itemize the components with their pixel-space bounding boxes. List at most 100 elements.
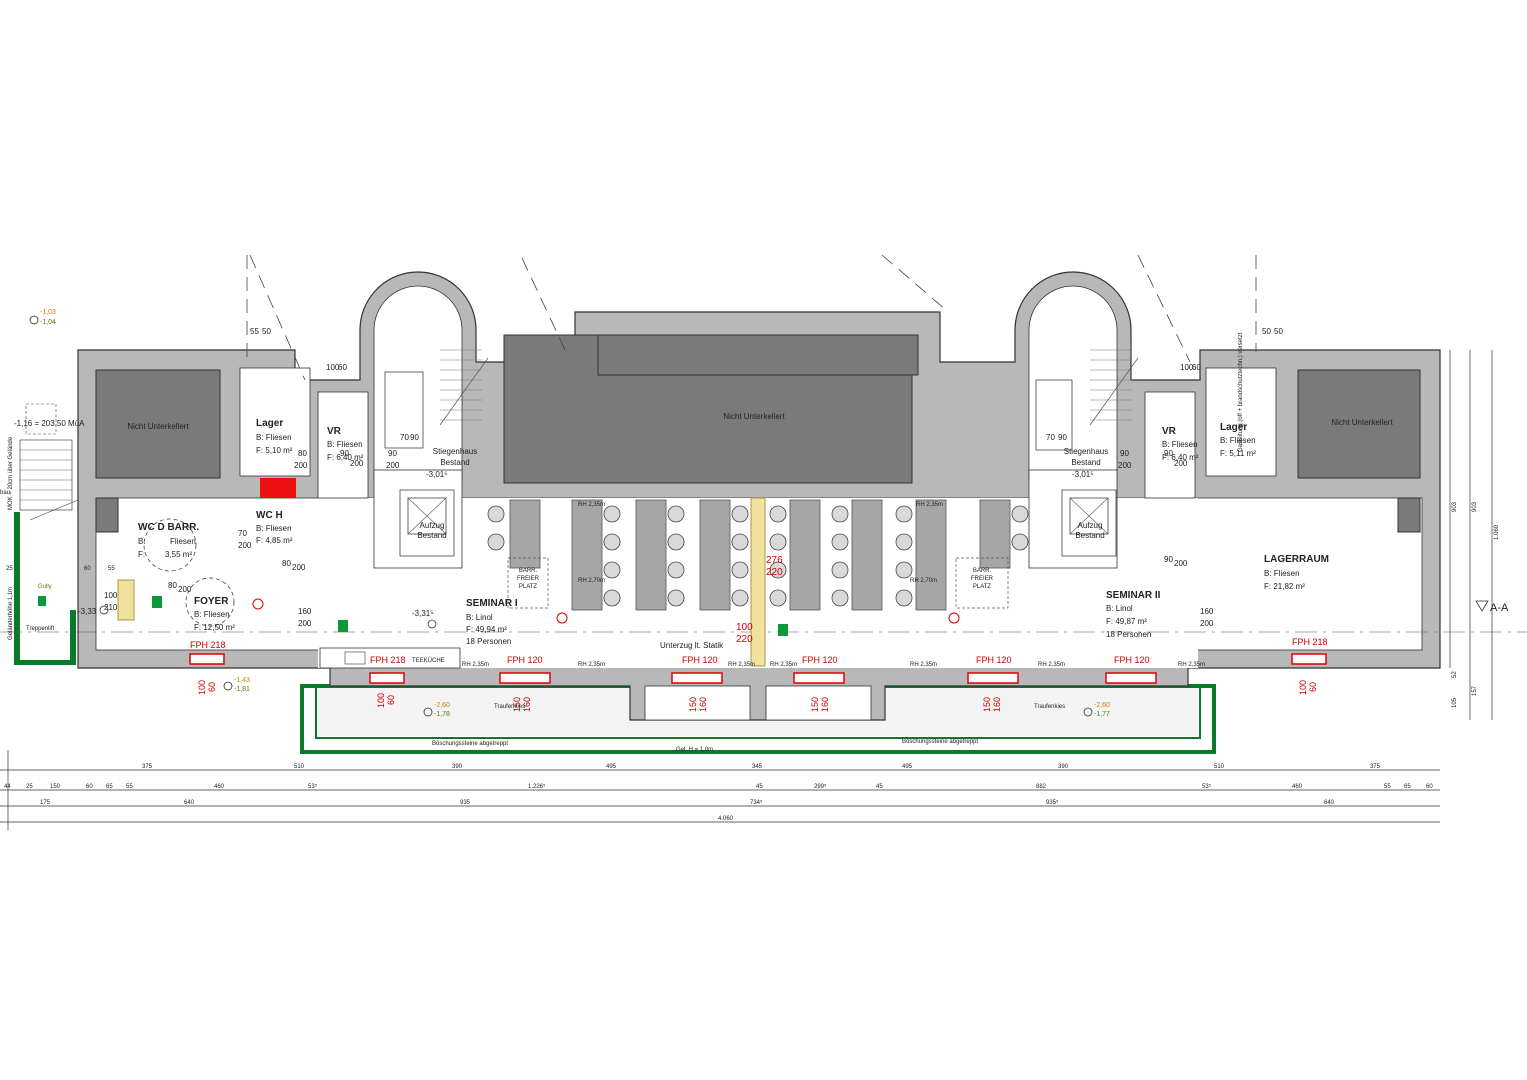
barr-left-3: PLATZ [519, 584, 538, 590]
stiegen-right-name: Stiegenhaus [1064, 447, 1108, 456]
win-a-b: 60 [386, 695, 396, 705]
door-90-200-r2b: 200 [1174, 459, 1188, 468]
fph120-1: FPH 120 [507, 655, 543, 665]
rh270-2: RH 2,70m [910, 578, 937, 584]
door-160-200-l-a: 160 [298, 607, 312, 616]
win-c-a: 150 [688, 697, 698, 712]
lager-right-name: Lager [1220, 422, 1247, 433]
teekueche-label: TEEKÜCHE [412, 657, 445, 664]
stiegen-left-sub: Bestand [440, 458, 469, 467]
rh-top-2: RH 2,35m [916, 502, 943, 508]
sliding-partition [750, 497, 766, 667]
lvl-ext-mid-a: -2,60 [434, 702, 450, 709]
d2-10: 299⁵ [814, 783, 827, 790]
d2-12: 882 [1036, 784, 1047, 790]
d1-0: 375 [142, 764, 153, 770]
red-marker [260, 478, 296, 498]
door-55-50-b: 50 [262, 327, 271, 336]
aufzug-left-sub: Bestand [417, 531, 446, 540]
wc-h-b: B: Fliesen [256, 524, 292, 533]
lvl-foyer-out: -3,33 [78, 607, 97, 616]
vr-right-f: F: 6,40 m² [1162, 453, 1199, 462]
dimension-lines [0, 350, 1493, 830]
d1-6: 390 [1058, 764, 1069, 770]
rh-6: RH 2,35m [1038, 662, 1065, 668]
wc-h-f: F: 4,85 m² [256, 536, 293, 545]
section-mark: A-A [1490, 602, 1509, 614]
door-276-220-b: 220 [766, 567, 783, 578]
dim-total: 4.060 [718, 816, 734, 822]
stiegen-right-level: -3,01⁵ [1072, 470, 1094, 479]
d2-6: 460 [214, 784, 225, 790]
d2-4: 65 [106, 784, 113, 790]
d2-7: 53⁵ [308, 783, 318, 790]
door-100-60-top-b: 60 [338, 363, 347, 372]
lvl-ext-left-b: -1,81 [234, 686, 250, 693]
dv-2: 1.060 [1494, 524, 1500, 540]
door-labels: 100 210 160 200 160 200 80 200 90 200 90… [104, 327, 1283, 645]
win-b-b: 160 [522, 697, 532, 712]
d2-1: 25 [26, 784, 33, 790]
win-e-a: 150 [982, 697, 992, 712]
ldim-2: 60 [84, 566, 91, 572]
d2-8: 1.226⁵ [528, 783, 546, 790]
door-70-200-a: 70 [238, 529, 247, 538]
treppenlift-label: Treppenlift [26, 626, 54, 632]
d1-4: 345 [752, 764, 763, 770]
win-left-a: 100 [197, 680, 207, 695]
d3-2: 935 [460, 800, 471, 806]
d3-0: 175 [40, 800, 51, 806]
fph218-tee: FPH 218 [370, 655, 406, 665]
dv-0: 903 [1452, 501, 1458, 512]
vr-right-b: B: Fliesen [1162, 440, 1198, 449]
barr-right-1: BARR. [973, 568, 992, 574]
d1-5: 495 [902, 764, 913, 770]
d2-11: 45 [876, 784, 883, 790]
door-100-220-b: 220 [736, 634, 753, 645]
rh270-1: RH 2,70m [578, 578, 605, 584]
d2-16: 65 [1404, 784, 1411, 790]
mok-label: MOK = 20cm über Gelände [8, 436, 14, 510]
rh-7: RH 2,35m [1178, 662, 1205, 668]
win-right-b: 60 [1308, 682, 1318, 692]
d2-5: 55 [126, 784, 133, 790]
win-left-b: 60 [207, 682, 217, 692]
lager-left-name: Lager [256, 418, 283, 429]
rh-2: RH 2,35m [578, 662, 605, 668]
d1-8: 375 [1370, 764, 1381, 770]
wc-d-b: B: [138, 537, 146, 546]
lagerraum-f: F: 21,82 m² [1264, 582, 1305, 591]
seminar2-name: SEMINAR II [1106, 590, 1161, 601]
door-160-200-r-a: 160 [1200, 607, 1214, 616]
door-90-200-a2: 200 [386, 461, 400, 470]
window-dimensions: 100 60 100 60 150 160 150 160 150 160 15… [197, 680, 1318, 712]
door-100-210-a: 100 [104, 591, 118, 600]
win-d-a: 150 [810, 697, 820, 712]
door-276-220-a: 276 [766, 555, 783, 566]
lagerraum-b: B: Fliesen [1264, 569, 1300, 578]
aufzug-left-name: Aufzug [420, 521, 445, 530]
stair-right [1035, 349, 1139, 557]
vr-left-name: VR [327, 426, 342, 437]
d1-2: 390 [452, 764, 463, 770]
gasleitung-note: Gasleitung (off + brandschutztechn.) ver… [1238, 332, 1244, 452]
dv-5: 105 [1452, 697, 1458, 708]
door-50-50-r-b: 50 [1274, 327, 1283, 336]
seminar1-f: F: 49,94 m² [466, 625, 507, 634]
seminar2-b: B: Linol [1106, 604, 1133, 613]
dim-row-3: 175 640 935 734⁵ 935⁵ 640 [40, 799, 1335, 806]
d1-3: 495 [606, 764, 617, 770]
dv-3: 52 [1452, 671, 1458, 678]
unterzug-note: Unterzug lt. Statik [660, 641, 724, 650]
barr-right-2: FREIER [971, 576, 994, 582]
door-70-200-b: 200 [238, 541, 252, 550]
fph218-right: FPH 218 [1292, 637, 1328, 647]
wc-d-f2: 3,55 m² [165, 550, 192, 559]
door-100-210-b: 210 [104, 603, 118, 612]
dim-right-vertical: 903 903 1.060 52 157 105 [1452, 501, 1500, 708]
nicht-unterkellert-areas [95, 334, 1421, 533]
wc-d-b2: Fliesen [170, 537, 196, 546]
door-90-200-r3b: 200 [1174, 559, 1188, 568]
wc-h-name: WC H [256, 510, 283, 521]
door-55-50-a: 55 [250, 327, 259, 336]
